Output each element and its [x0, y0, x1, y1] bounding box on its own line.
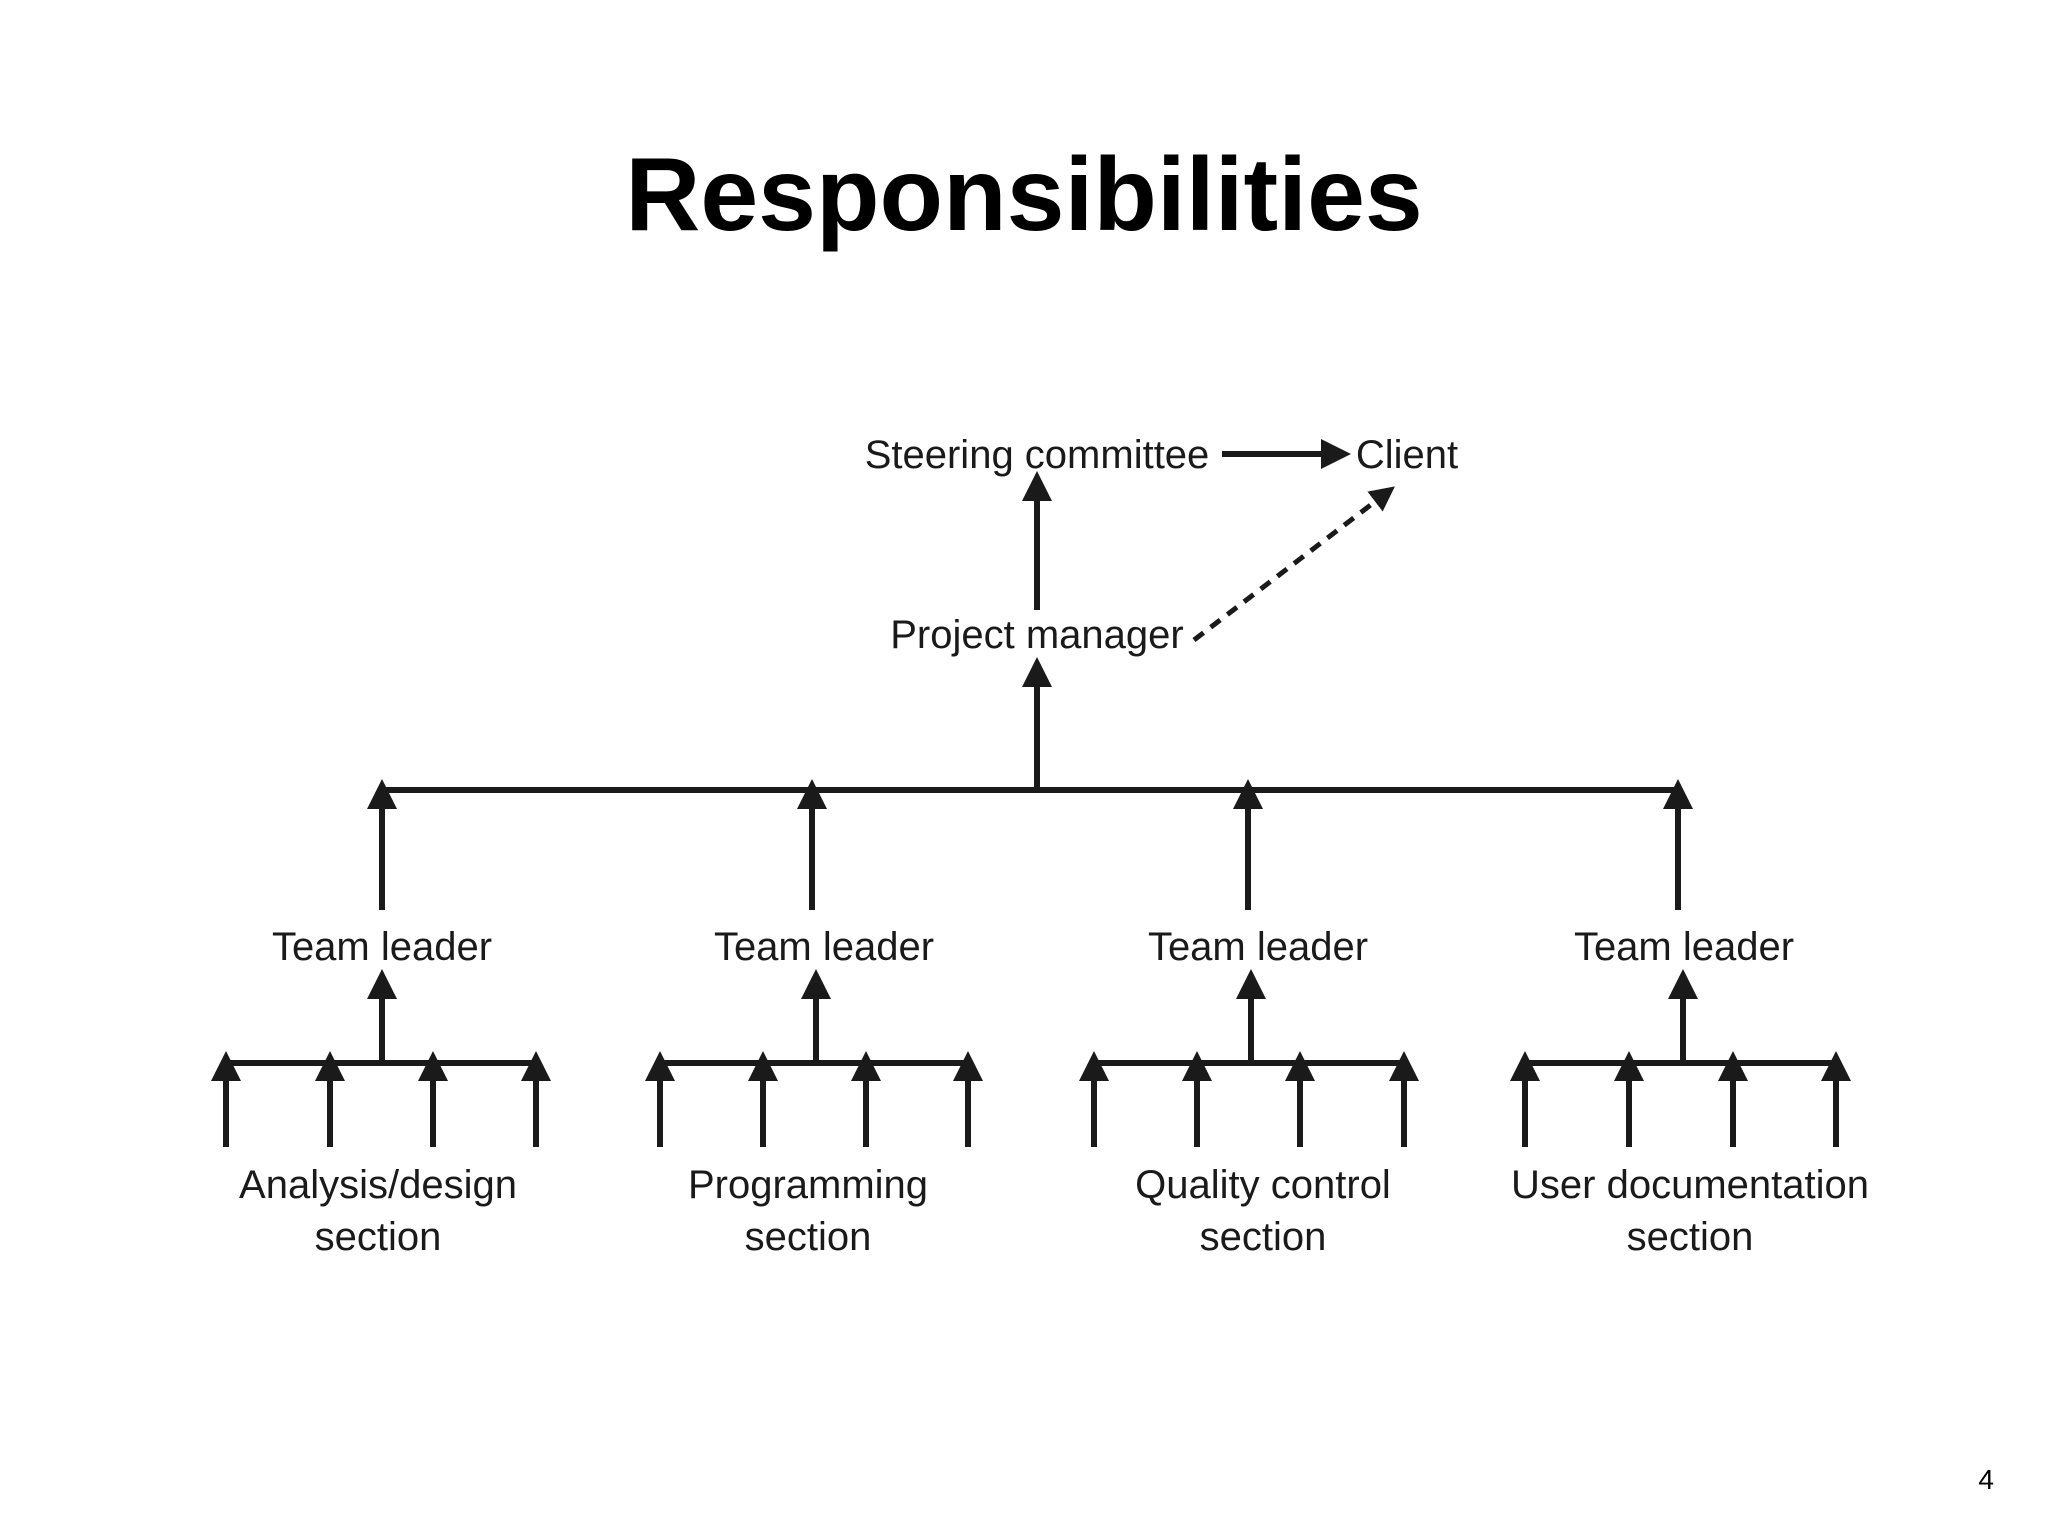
team-analysis-design: Team leader Analysis/design section [211, 779, 551, 1259]
section-label-line2: section [745, 1215, 872, 1259]
section-label-line2: section [1627, 1215, 1754, 1259]
team-user-documentation: Team leader User documentation section [1510, 779, 1869, 1259]
slide-title: Responsibilities [625, 137, 1423, 253]
section-label-line1: User documentation [1511, 1163, 1869, 1207]
section-label-line1: Quality control [1135, 1163, 1391, 1207]
steering-committee-label: Steering committee [865, 433, 1210, 477]
section-label-line2: section [315, 1215, 442, 1259]
client-label: Client [1356, 433, 1458, 477]
page-number: 4 [1978, 1464, 1994, 1495]
section-label-line2: section [1200, 1215, 1327, 1259]
team-leader-label: Team leader [272, 925, 492, 969]
team-quality-control: Team leader Quality control section [1079, 779, 1419, 1259]
team-programming: Team leader Programming section [645, 779, 983, 1259]
section-label-line1: Programming [688, 1163, 928, 1207]
section-label-line1: Analysis/design [239, 1163, 517, 1207]
pm-to-client-dashed-arrow [1192, 486, 1395, 642]
team-leader-label: Team leader [1148, 925, 1368, 969]
team-leader-label: Team leader [1574, 925, 1794, 969]
team-leader-label: Team leader [714, 925, 934, 969]
project-manager-label: Project manager [890, 613, 1183, 657]
